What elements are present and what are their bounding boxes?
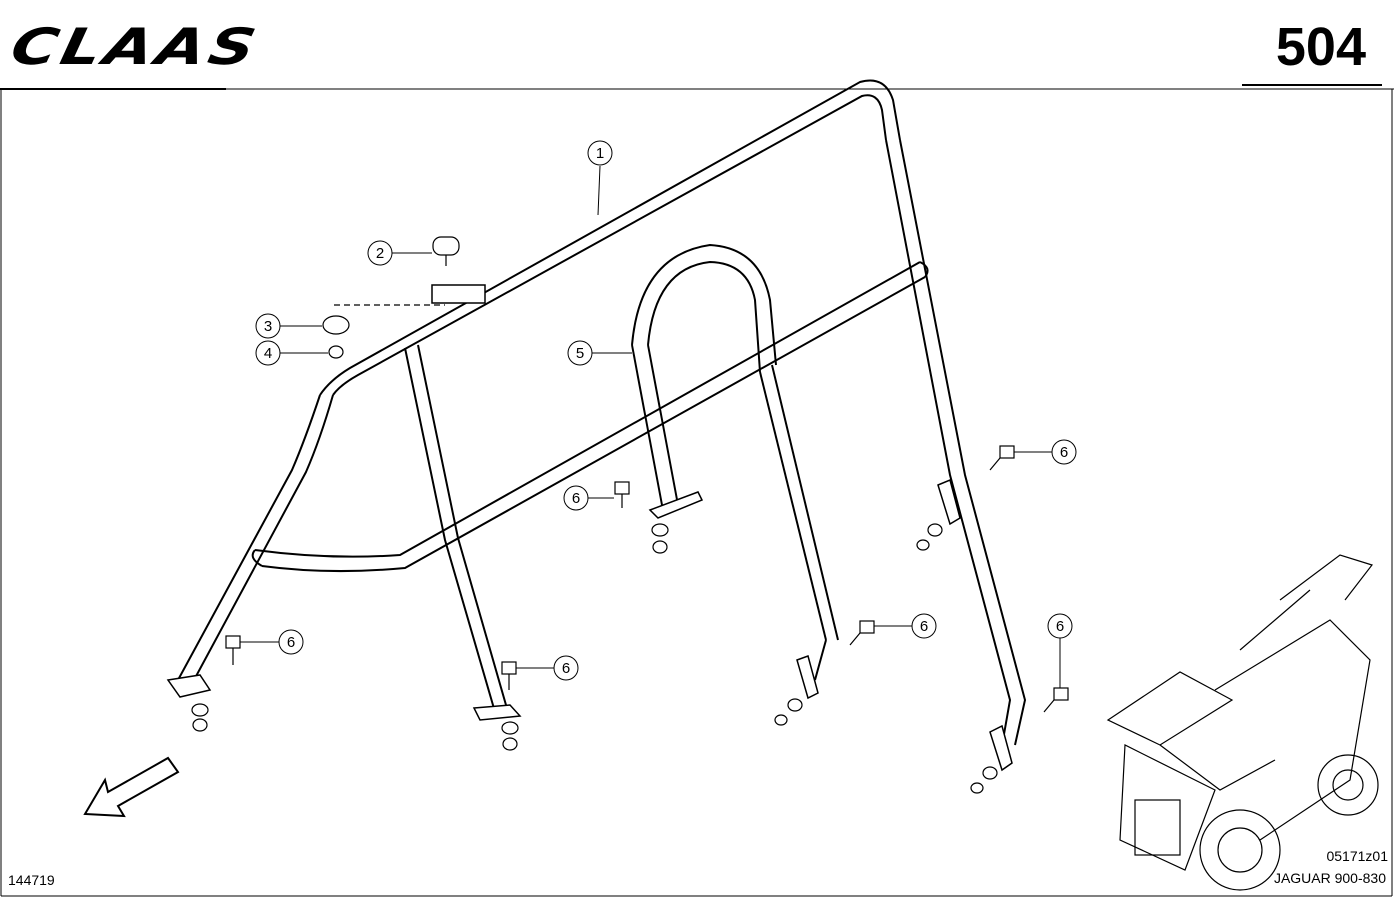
callout-6e: 6 (874, 613, 937, 639)
callout-6b: 6 (1014, 439, 1077, 465)
model-name: JAGUAR 900-830 (1273, 870, 1386, 886)
callout-6f-label: 6 (1056, 618, 1064, 635)
brand-logo: CLAAS (6, 18, 265, 76)
callout-6c: 6 (240, 629, 304, 655)
callout-6d-label: 6 (562, 660, 570, 677)
guard-frame-part-1 (177, 79, 1027, 746)
callout-6a-label: 6 (572, 490, 580, 507)
callout-5-label: 5 (576, 345, 584, 362)
brand-text: CLAAS (5, 18, 265, 76)
callout-2: 2 (367, 240, 432, 266)
fasteners (191, 236, 1069, 794)
callout-5: 5 (567, 340, 632, 366)
callout-6f: 6 (1047, 613, 1073, 688)
callout-6d: 6 (516, 655, 579, 681)
callout-4-label: 4 (264, 345, 272, 362)
mounting-plates (166, 284, 1013, 772)
figure-code: 05171z01 (1326, 848, 1388, 864)
callout-4: 4 (255, 340, 328, 366)
brand-underline (0, 88, 226, 90)
page-number: 504 (1275, 17, 1366, 77)
callout-1: 1 (587, 140, 613, 216)
callout-3: 3 (255, 313, 322, 339)
callout-3-label: 3 (264, 318, 272, 335)
callout-6a: 6 (563, 485, 614, 511)
callout-6c-label: 6 (287, 634, 295, 651)
page-number-underline (1242, 84, 1382, 86)
callout-2-label: 2 (376, 245, 384, 262)
drawing-number: 144719 (8, 872, 55, 888)
direction-arrow (83, 756, 180, 818)
machine-thumbnail (1106, 554, 1379, 891)
callout-6e-label: 6 (920, 618, 928, 635)
inner-hoop-part-5 (631, 243, 777, 506)
callout-1-label: 1 (596, 145, 604, 162)
callout-6b-label: 6 (1060, 444, 1068, 461)
